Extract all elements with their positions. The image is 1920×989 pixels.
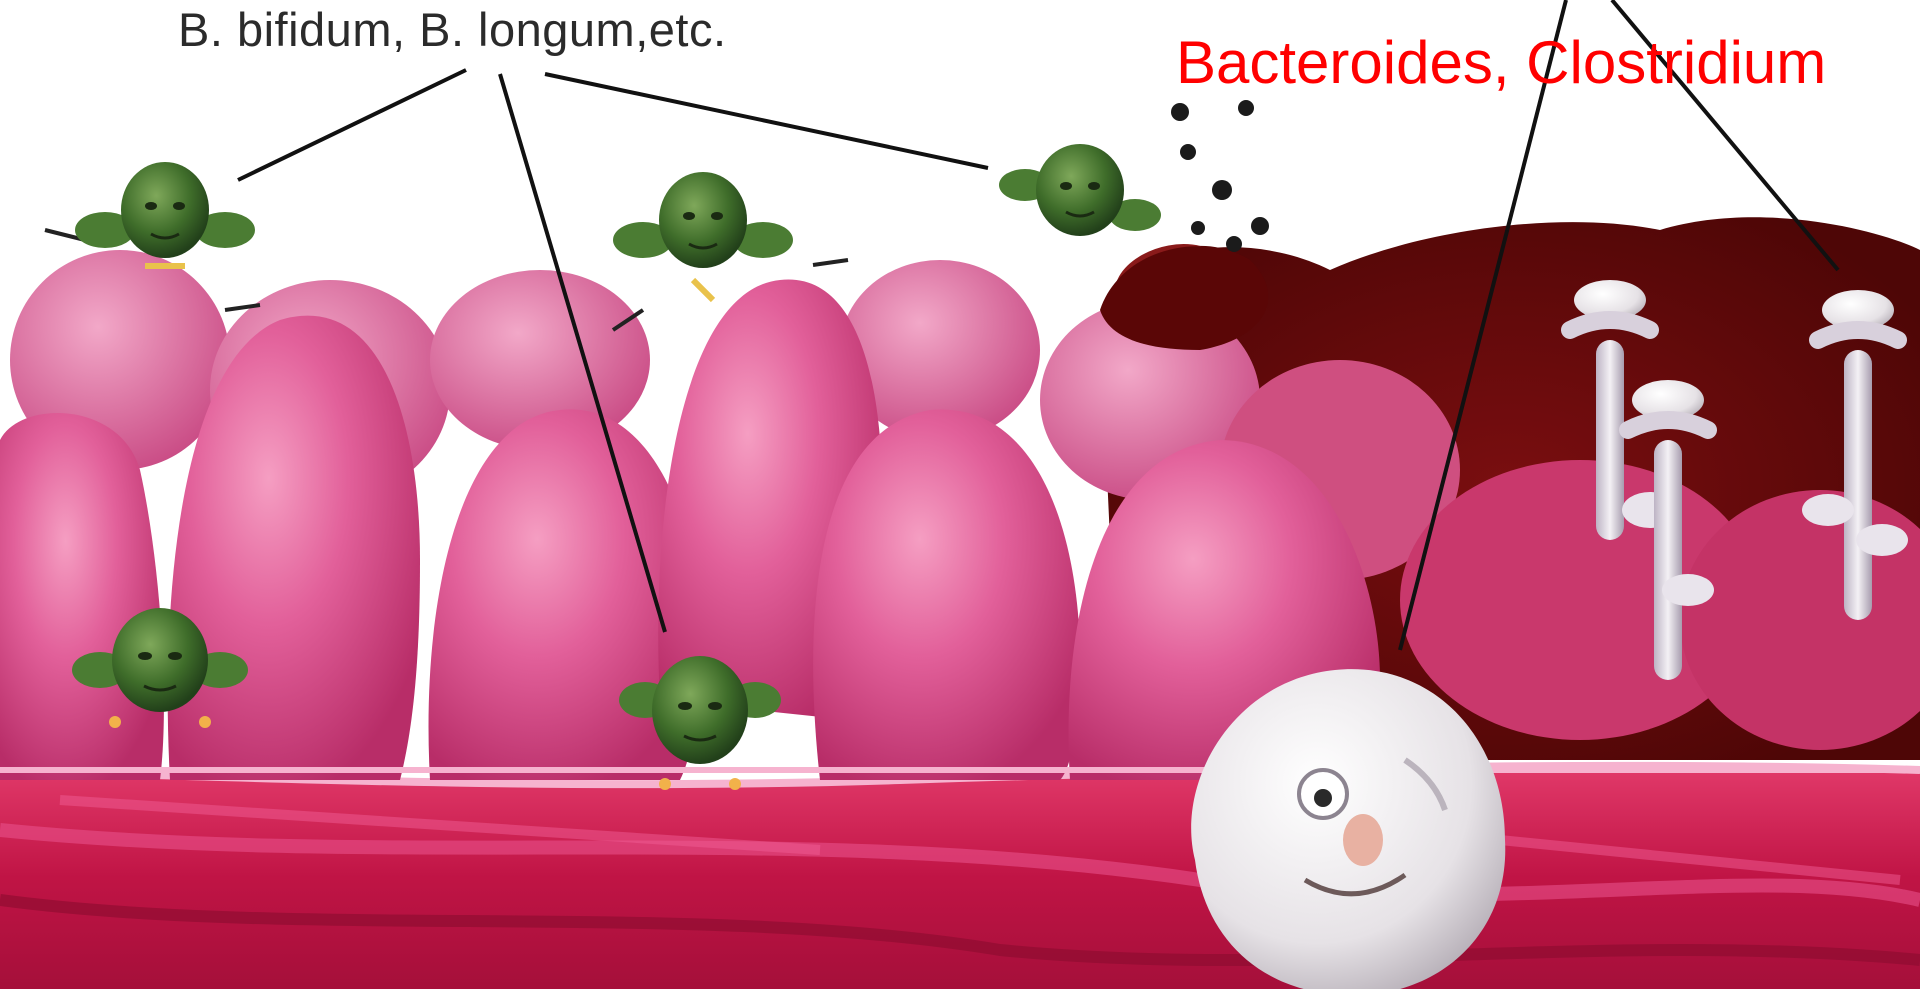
debris-particles	[1169, 100, 1269, 269]
beneficial-bacteria-label: B. bifidum, B. longum,etc.	[178, 2, 727, 57]
large-harmful-bacterium	[1191, 669, 1505, 989]
toxic-clump	[1100, 246, 1268, 350]
cropped-caption: · · · · · · · · · · · · · · · · ·	[1270, 0, 1674, 1]
green-bacterium	[999, 144, 1161, 236]
harmful-bacteria-label: Bacteroides, Clostridium	[1176, 28, 1826, 97]
intestinal-muscle-layer	[0, 766, 1920, 989]
